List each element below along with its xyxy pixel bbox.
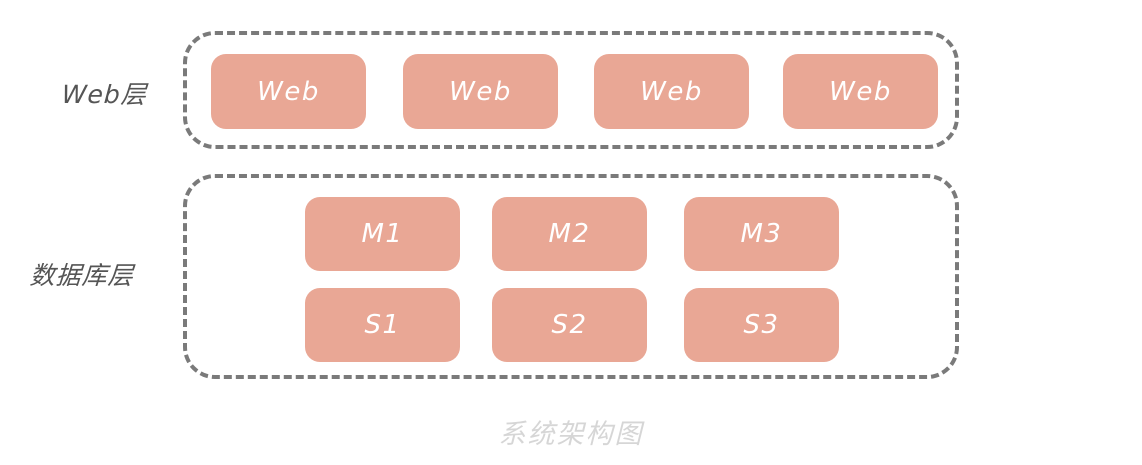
- web-node[interactable]: Web: [783, 54, 938, 129]
- database-slave-node[interactable]: S2: [492, 288, 647, 362]
- database-master-node[interactable]: M1: [305, 197, 460, 271]
- database-slave-node[interactable]: S1: [305, 288, 460, 362]
- database-master-node[interactable]: M3: [684, 197, 839, 271]
- database-slave-node[interactable]: S3: [684, 288, 839, 362]
- database-layer-label: 数据库层: [28, 261, 135, 290]
- diagram-caption: 系统架构图: [498, 419, 644, 450]
- web-node[interactable]: Web: [403, 54, 558, 129]
- web-node[interactable]: Web: [211, 54, 366, 129]
- database-master-node[interactable]: M2: [492, 197, 647, 271]
- web-layer-group: [183, 31, 959, 149]
- web-layer-label: Web层: [60, 80, 148, 109]
- database-layer-group: [183, 174, 959, 379]
- web-node[interactable]: Web: [594, 54, 749, 129]
